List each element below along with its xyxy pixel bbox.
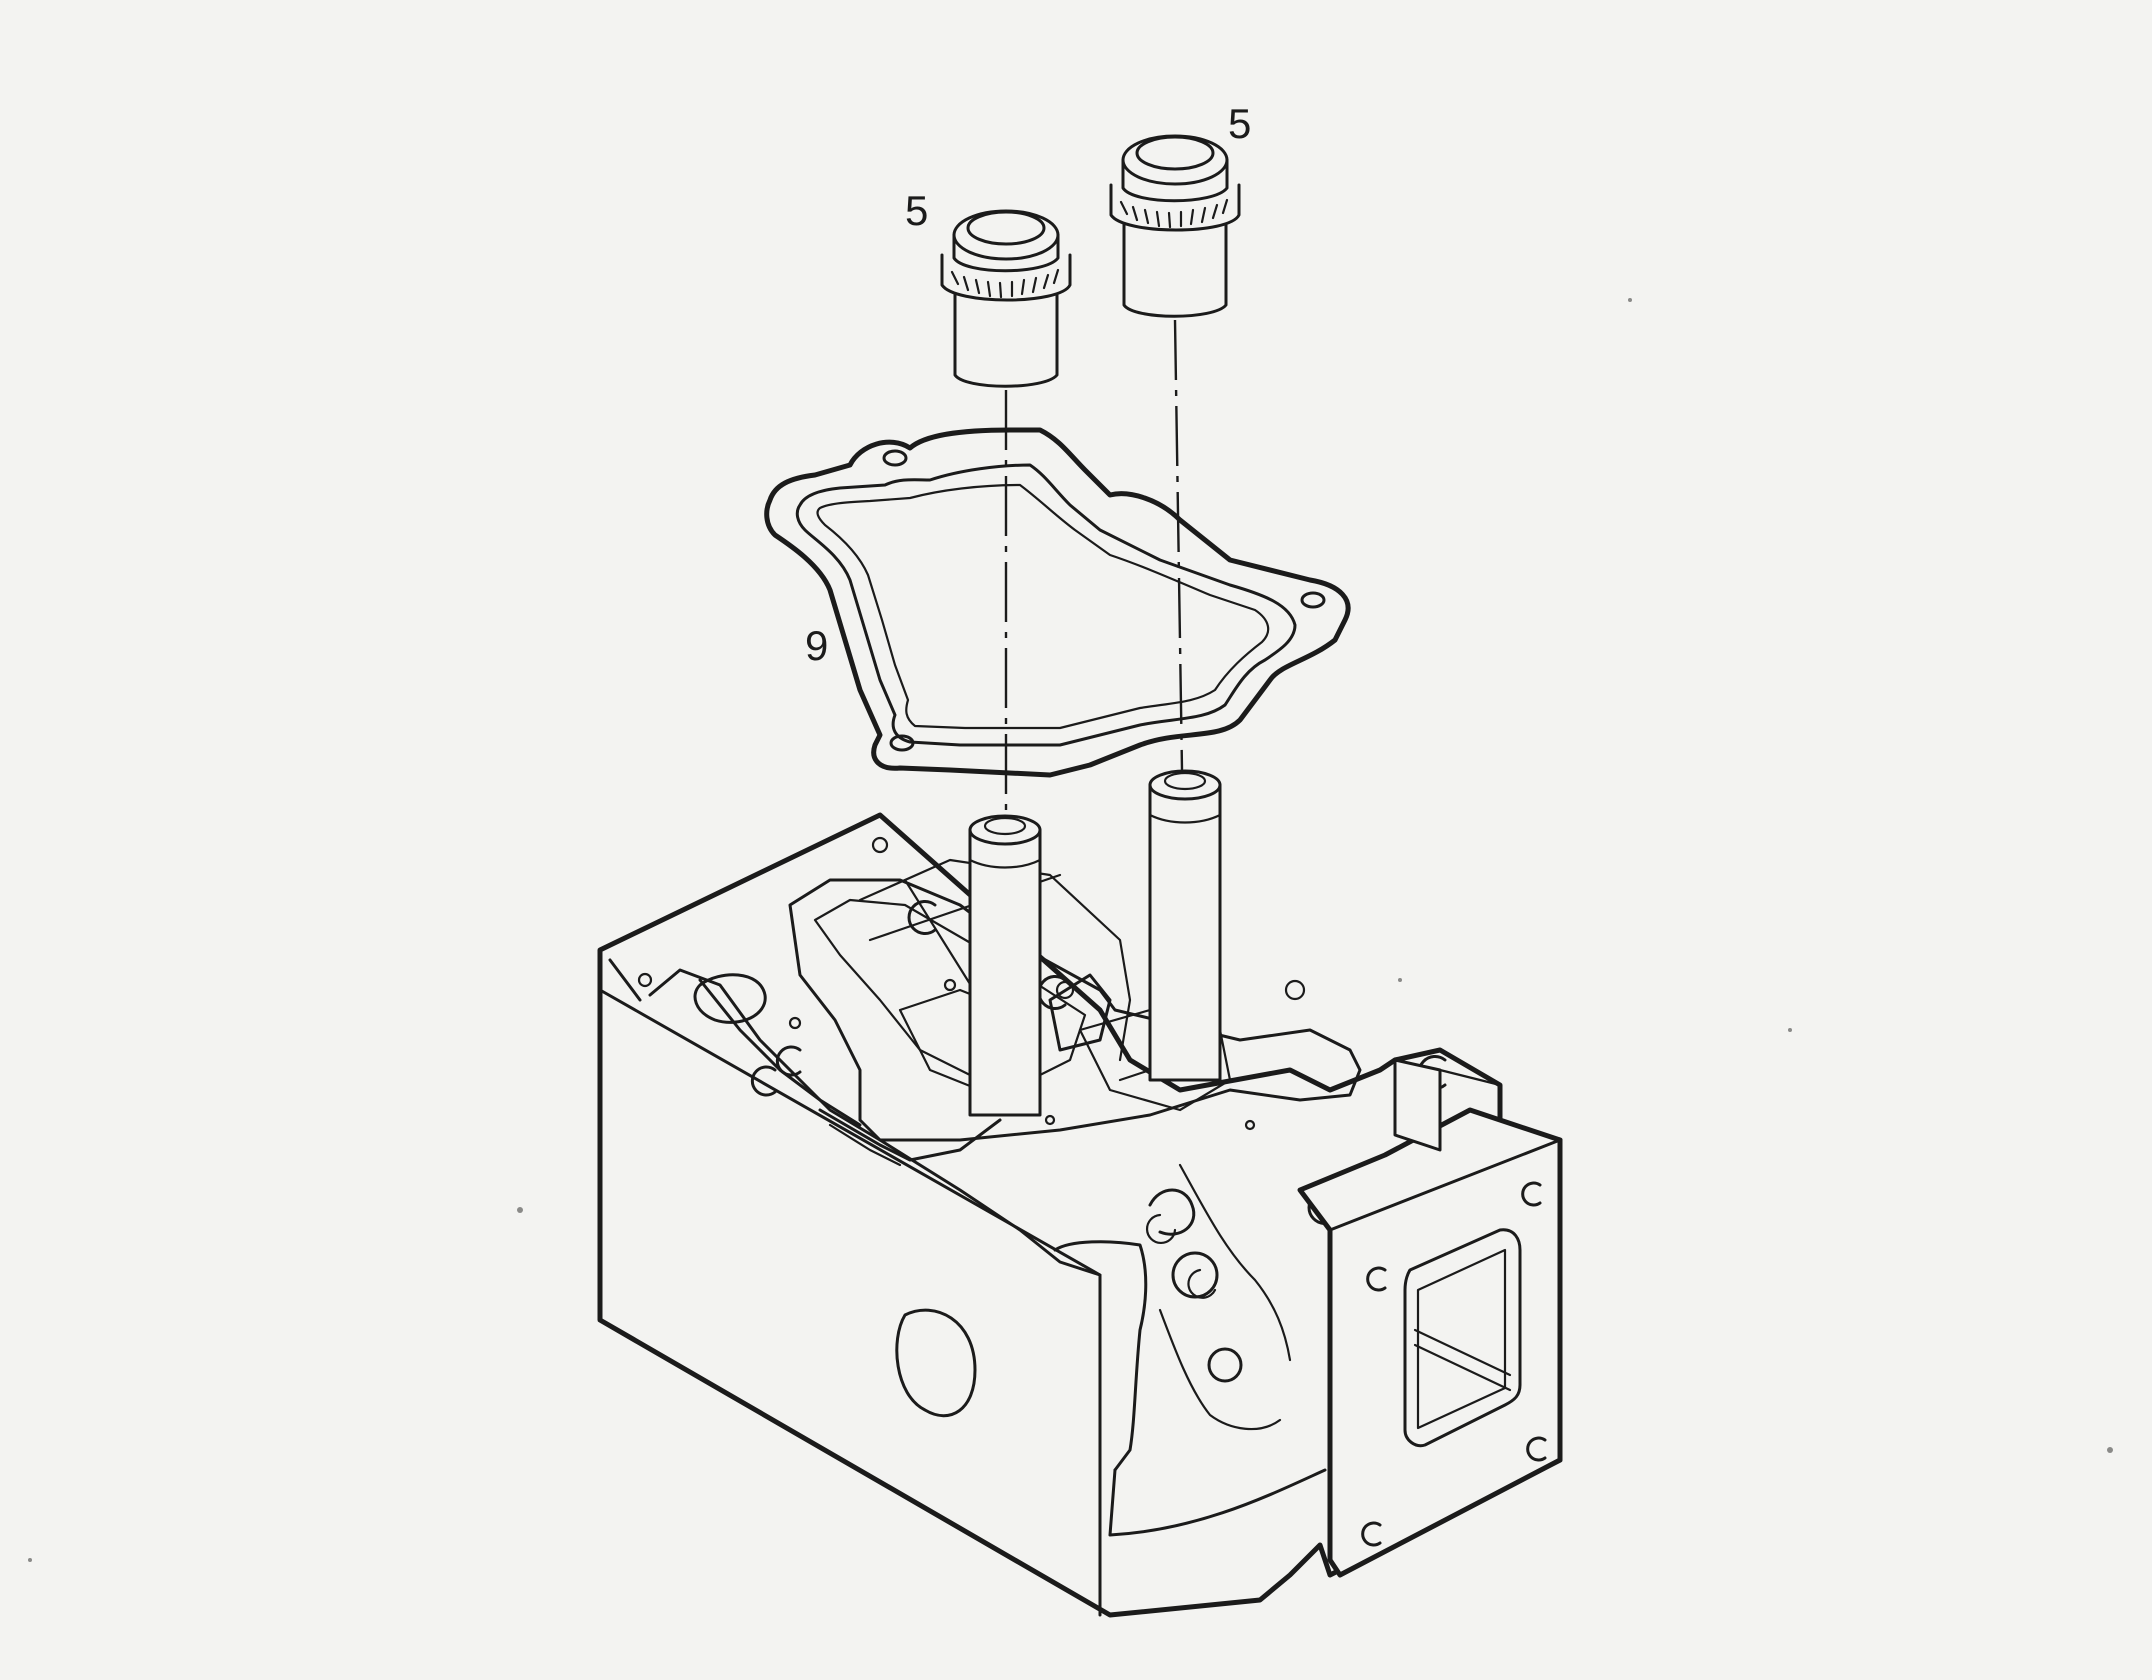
- right-valve-stem: [1148, 769, 1222, 1082]
- gasket-icon: [764, 427, 1351, 778]
- valve-guide-left: [940, 209, 1072, 388]
- valve-guide-right: [1109, 134, 1241, 318]
- assembly-leader-lines: [1004, 319, 1184, 815]
- valve-guide-icon: [940, 134, 1241, 388]
- callout-valve-guide-right: 5: [1228, 100, 1251, 147]
- callout-gasket: 9: [805, 622, 828, 669]
- cylinder-head-icon: [597, 812, 1563, 1618]
- callout-valve-guide-left: 5: [905, 187, 928, 234]
- left-valve-stem: [968, 814, 1042, 1117]
